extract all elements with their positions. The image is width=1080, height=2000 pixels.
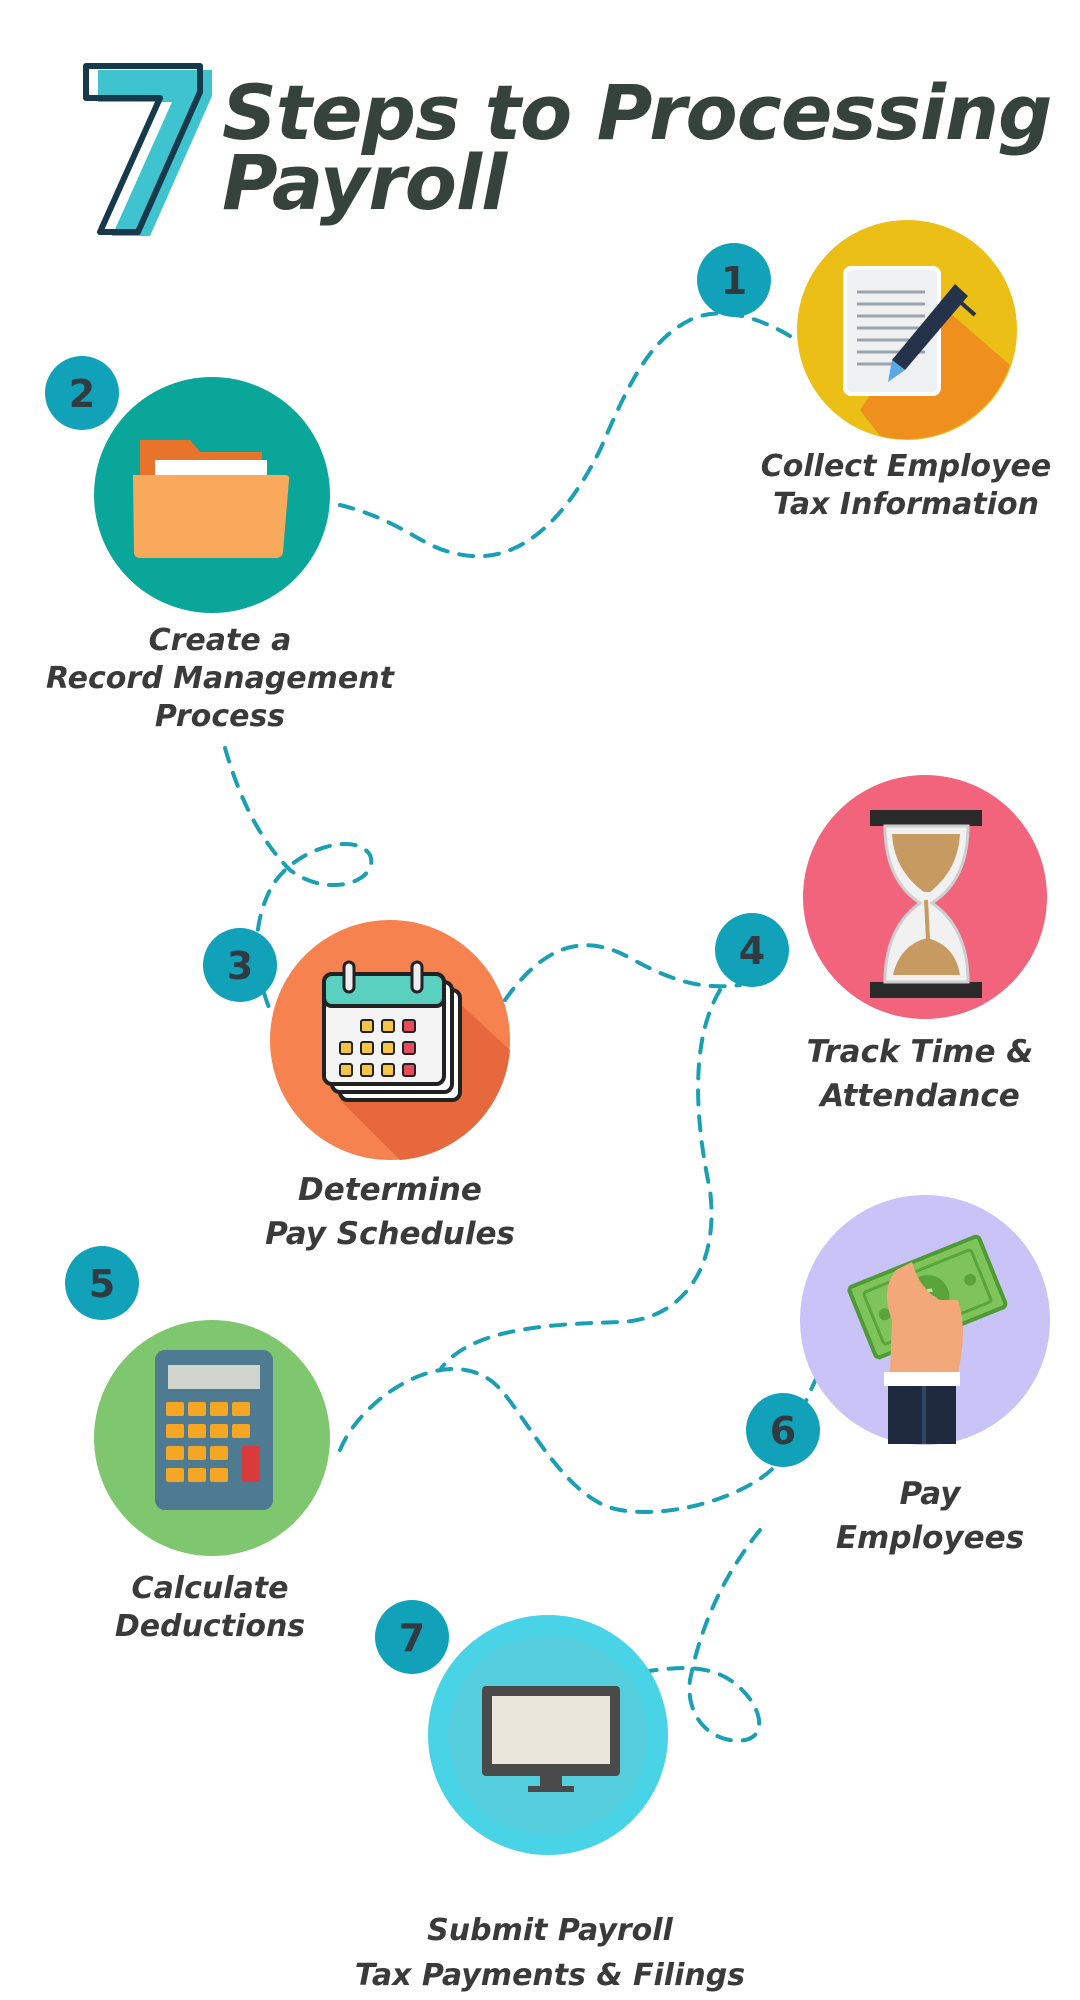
step-4-label: Track Time & Attendance <box>770 1030 1070 1118</box>
step-7-number: 7 <box>399 1616 425 1660</box>
step-5-number: 5 <box>89 1262 115 1306</box>
step-6-badge: 6 <box>746 1393 820 1467</box>
step-7-label-line-1: Submit Payroll <box>427 1913 673 1948</box>
step-5-icon-circle <box>94 1320 330 1556</box>
step-3-label: Determine Pay Schedules <box>220 1168 560 1256</box>
step-1-label-line-2: Tax Information <box>772 487 1039 522</box>
step-6-label: Pay Employees <box>780 1472 1080 1560</box>
step-7-badge: 7 <box>375 1600 449 1674</box>
step-1-number: 1 <box>721 259 747 303</box>
calculator-icon <box>155 1350 273 1510</box>
computer-monitor-icon <box>482 1686 620 1792</box>
step-5-badge: 5 <box>65 1246 139 1320</box>
step-4-label-line-1: Track Time & <box>806 1034 1034 1070</box>
step-7-label: Submit Payroll Tax Payments & Filings <box>330 1908 770 1998</box>
money-hand-icon: $ <box>847 1234 1008 1444</box>
calendar-icon <box>322 960 510 1160</box>
step-badges: 1 2 3 4 5 6 7 <box>45 243 820 1674</box>
folder-icon <box>133 440 290 558</box>
document-pen-icon <box>843 266 1010 440</box>
step-2-icon-circle <box>94 377 330 613</box>
step-6-icon-circle: $ <box>800 1195 1050 1445</box>
step-4-number: 4 <box>739 929 765 973</box>
step-1-label-line-1: Collect Employee <box>760 449 1052 484</box>
page-title-line-2: Payroll <box>222 138 507 227</box>
step-4-badge: 4 <box>715 913 789 987</box>
step-5-label-line-2: Deductions <box>114 1609 306 1644</box>
step-2-badge: 2 <box>45 356 119 430</box>
step-4-label-line-2: Attendance <box>820 1078 1020 1114</box>
hourglass-icon <box>870 810 982 998</box>
step-3-badge: 3 <box>203 928 277 1002</box>
step-1-label: Collect Employee Tax Information <box>736 448 1076 524</box>
page-title-line-1: Steps to Processing <box>222 68 1052 157</box>
step-1-icon-circle <box>797 220 1017 440</box>
page-title: Steps to Processing Payroll <box>222 68 1052 227</box>
step-1-badge: 1 <box>697 243 771 317</box>
step-2-label-line-1: Create a <box>148 623 292 658</box>
step-6-label-line-1: Pay <box>899 1476 961 1512</box>
step-7-icon-circle <box>428 1615 668 1855</box>
step-4-icon-circle <box>803 775 1047 1019</box>
step-5-label-line-1: Calculate <box>131 1571 289 1606</box>
step-7-label-line-2: Tax Payments & Filings <box>354 1958 746 1993</box>
step-3-icon-circle <box>270 920 510 1160</box>
step-2-label-line-3: Process <box>154 699 286 734</box>
step-2-label-line-2: Record Management <box>46 661 394 696</box>
step-3-label-line-1: Determine <box>298 1172 482 1208</box>
step-3-number: 3 <box>227 944 253 988</box>
title-seven-icon <box>83 63 212 236</box>
step-3-label-line-2: Pay Schedules <box>265 1216 515 1252</box>
step-6-label-line-2: Employees <box>835 1520 1025 1556</box>
step-6-number: 6 <box>770 1409 796 1453</box>
step-5-label: Calculate Deductions <box>60 1570 360 1646</box>
step-2-number: 2 <box>69 372 95 416</box>
step-2-label: Create a Record Management Process <box>20 622 420 736</box>
